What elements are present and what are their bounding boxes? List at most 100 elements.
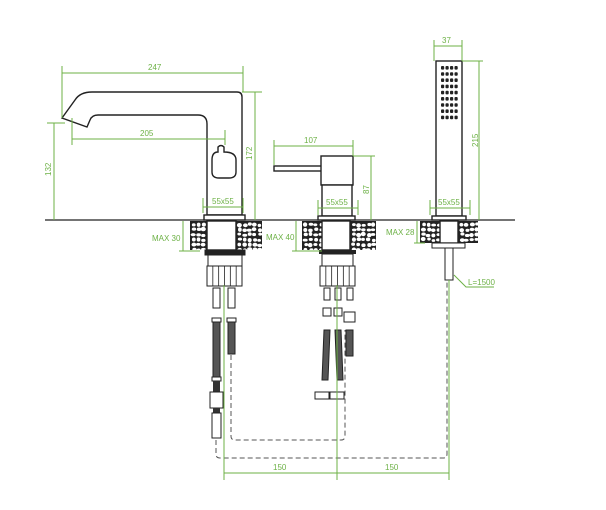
- stone-pebble: [361, 228, 366, 232]
- stone-pebble: [370, 233, 376, 236]
- stone-pebble: [356, 227, 361, 231]
- stone-pebble: [360, 231, 366, 237]
- stone-pebble: [361, 223, 366, 227]
- stone-pebble: [367, 232, 372, 238]
- stone-pebble: [314, 237, 319, 242]
- nozzle: [445, 103, 449, 107]
- basin-faucet: [60, 91, 246, 221]
- dim-faucet-base: 55x55: [212, 197, 234, 206]
- stone-pebble: [236, 222, 242, 228]
- stone-pebble: [252, 232, 257, 237]
- dim-shower-width: 37: [442, 36, 451, 45]
- stone-pebble: [258, 228, 262, 233]
- nozzle: [454, 109, 458, 113]
- dim-faucet-width: 247: [148, 63, 162, 72]
- dim-mixer-height: 87: [362, 185, 371, 194]
- stone-pebble: [196, 222, 201, 227]
- dim-mixer-lever: 107: [304, 136, 318, 145]
- shower-mount: [439, 220, 459, 244]
- dim-faucet-height: 172: [245, 146, 254, 160]
- stone-pebble: [427, 227, 432, 232]
- stone-pebble: [469, 227, 475, 232]
- stone-pebble: [196, 242, 201, 246]
- stone-pebble: [196, 237, 201, 242]
- nozzle: [441, 115, 445, 120]
- stone-pebble: [200, 242, 206, 247]
- stone-pebble: [247, 232, 252, 236]
- stone-pebble: [464, 233, 470, 238]
- stone-pebble: [420, 227, 426, 232]
- nozzle: [450, 115, 454, 120]
- nozzle: [454, 72, 458, 76]
- stone-pebble: [201, 233, 206, 238]
- stone-pebble: [420, 236, 426, 242]
- dim-shower-max-thickness: MAX 28: [386, 228, 415, 237]
- stone-pebble: [351, 237, 356, 242]
- nozzle: [445, 115, 449, 120]
- stone-pebble: [308, 222, 314, 226]
- stone-pebble: [351, 228, 357, 232]
- stone-pebble: [352, 223, 356, 227]
- stone-pebble: [242, 233, 248, 237]
- stone-pebble: [431, 239, 436, 242]
- stone-pebble: [247, 247, 253, 251]
- stone-pebble: [257, 223, 262, 228]
- stone-pebble: [421, 232, 426, 236]
- stone-pebble: [463, 238, 469, 242]
- stone-pebble: [201, 222, 206, 227]
- stone-pebble: [474, 232, 480, 237]
- dimensions: 247 205 132 172 55x55 MAX 30 107 87 55x5…: [44, 36, 495, 480]
- stone-block: [458, 221, 478, 243]
- nozzle: [445, 109, 449, 113]
- stone-pebble: [253, 238, 258, 242]
- nozzle: [445, 84, 449, 89]
- stone-pebble: [459, 238, 465, 242]
- stone-pebble: [257, 238, 261, 242]
- dim-faucet-max-thickness: MAX 30: [152, 234, 181, 243]
- faucet-threaded-connector: [206, 265, 243, 287]
- stone-pebble: [469, 222, 475, 227]
- stone-pebble: [356, 237, 362, 242]
- stone-pebble: [474, 227, 479, 232]
- stone-pebble: [362, 248, 367, 253]
- dim-mixer-base: 55x55: [326, 198, 348, 207]
- stone-pebble: [242, 223, 248, 228]
- stone-pebble: [238, 227, 242, 232]
- nozzle: [441, 97, 445, 101]
- stone-pebble: [465, 228, 470, 232]
- stone-pebble: [361, 243, 366, 248]
- stone-pebble: [307, 242, 313, 248]
- mixer-mount: [321, 220, 351, 251]
- nozzle: [454, 115, 458, 120]
- stone-pebble: [366, 228, 372, 232]
- stone-pebble: [367, 243, 372, 247]
- stone-pebble: [237, 242, 242, 247]
- stone-pebble: [430, 228, 436, 233]
- nozzle: [450, 103, 454, 107]
- stone-pebble: [474, 237, 479, 241]
- faucet-handle: [211, 144, 237, 179]
- stone-pebble: [459, 222, 464, 227]
- stone-pebble: [475, 222, 479, 226]
- hand-shower: [431, 60, 467, 221]
- dim-shower-base: 55x55: [438, 198, 460, 207]
- nozzle: [441, 72, 445, 76]
- nozzle: [445, 66, 449, 70]
- shower-hose-outlet: [444, 247, 454, 281]
- stone-pebble: [422, 222, 426, 227]
- stone-pebble: [257, 243, 263, 248]
- stone-pebble: [426, 222, 431, 227]
- stone-pebble: [356, 223, 361, 228]
- nozzle: [445, 78, 449, 82]
- dim-spacing-left: 150: [273, 463, 287, 472]
- stone-pebble: [252, 247, 258, 252]
- stone-counter-section-3: [420, 221, 480, 243]
- hidden-hose-route-outer: [215, 282, 448, 459]
- stone-pebble: [370, 222, 376, 227]
- stone-pebble: [356, 242, 361, 247]
- nozzle: [445, 72, 449, 76]
- stone-pebble: [356, 232, 362, 238]
- stone-pebble: [308, 232, 313, 237]
- mixer-tap: [273, 155, 356, 221]
